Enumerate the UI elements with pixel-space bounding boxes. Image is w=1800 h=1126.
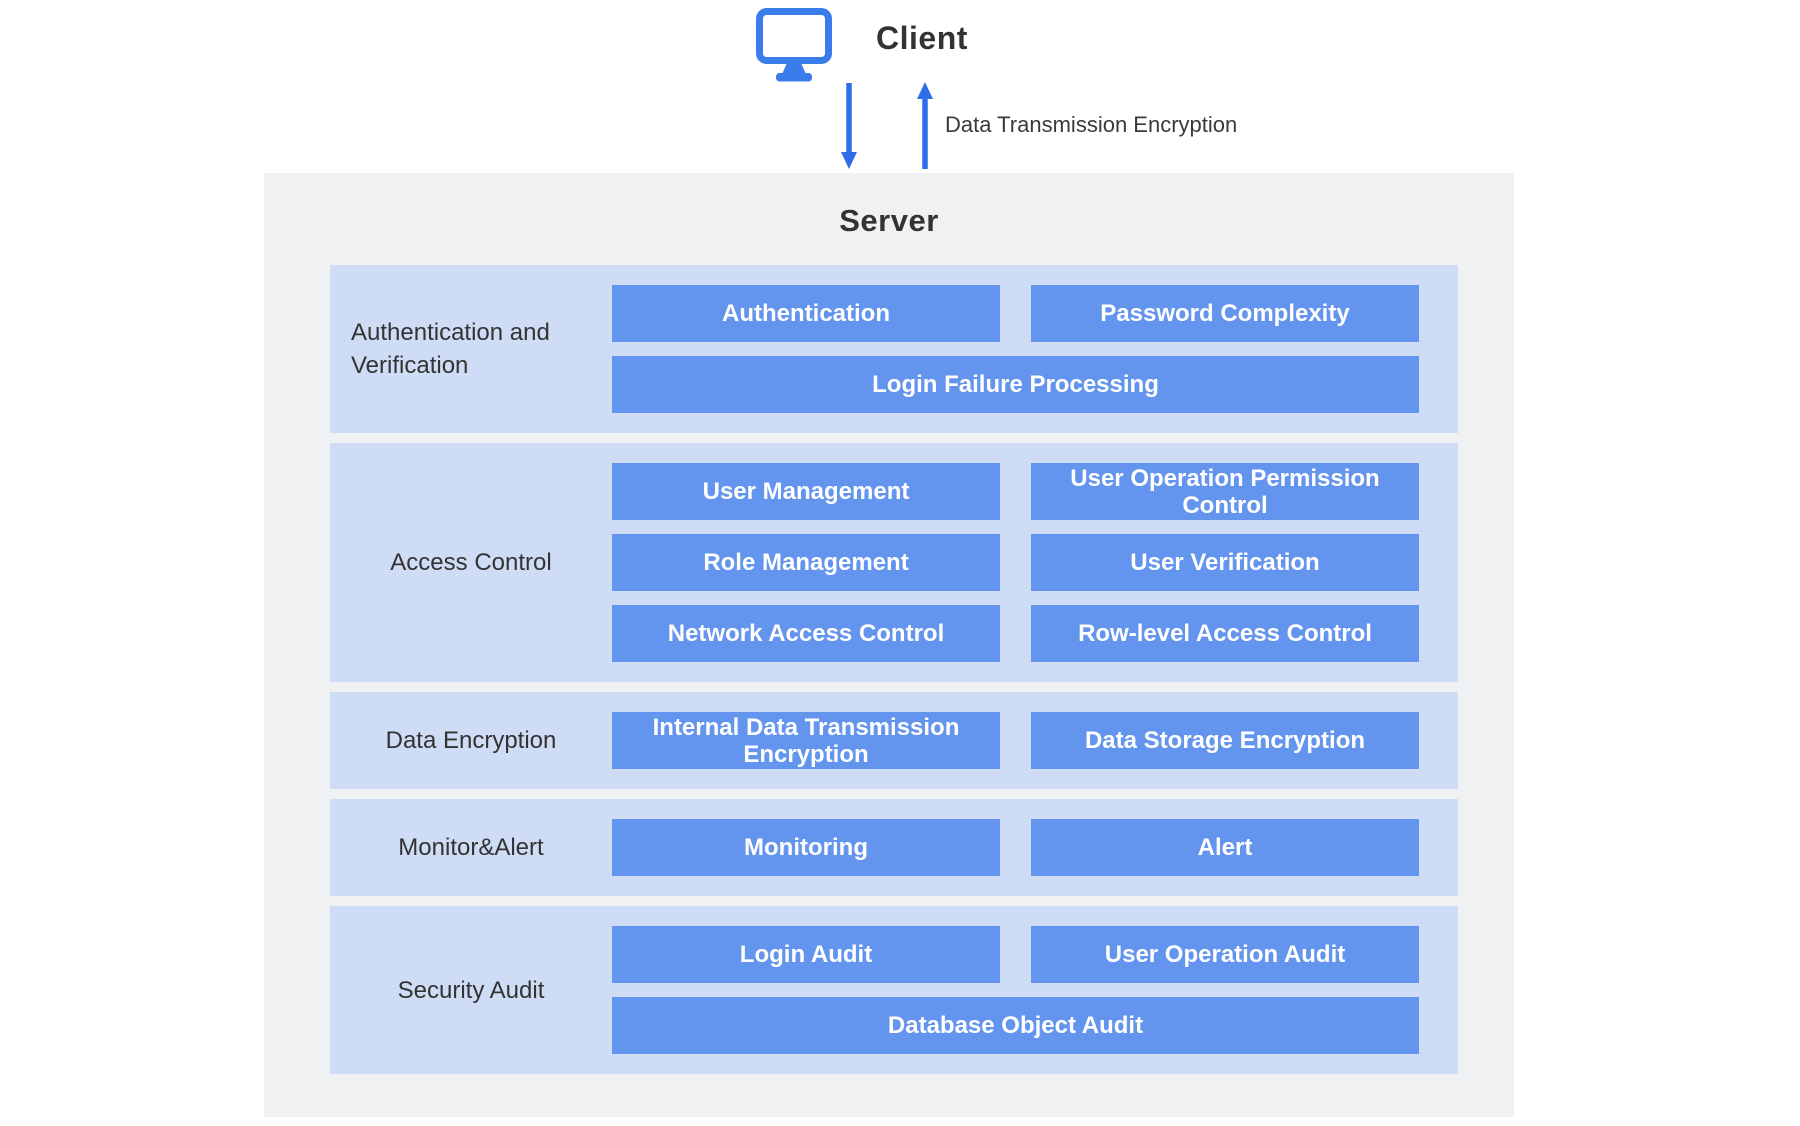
section-label: Authentication and Verification (351, 319, 550, 379)
feature-box: User Operation Audit (1031, 926, 1419, 983)
feature-box: Login Audit (612, 926, 1000, 983)
section-label-cell: Monitor&Alert (330, 831, 612, 864)
feature-box-line: Network Access Control Row-level Access C… (612, 605, 1419, 662)
section-row: Data Encryption Internal Data Transmissio… (330, 692, 1458, 789)
arrow-up-icon (917, 82, 933, 169)
feature-box-line: Login Audit User Operation Audit (612, 926, 1419, 983)
feature-box-line: Role Management User Verification (612, 534, 1419, 591)
feature-box: Internal Data Transmission Encryption (612, 712, 1000, 769)
feature-box-line: User Management User Operation Permission… (612, 463, 1419, 520)
feature-box-line: Internal Data Transmission Encryption Dat… (612, 712, 1419, 769)
section-label: Monitor&Alert (398, 834, 544, 861)
client-server-arrows (841, 82, 933, 169)
section-label-cell: Access Control (330, 546, 612, 579)
feature-box-line: Login Failure Processing (612, 356, 1419, 413)
connection-label: Data Transmission Encryption (945, 112, 1238, 137)
feature-box: Database Object Audit (612, 997, 1419, 1054)
section-label-cell: Authentication and Verification (330, 316, 612, 382)
feature-box-line: Authentication Password Complexity (612, 285, 1419, 342)
feature-box-grid: Internal Data Transmission Encryption Dat… (612, 712, 1419, 769)
feature-box: Monitoring (612, 819, 1000, 876)
section-row: Authentication and Verification Authentic… (330, 265, 1458, 433)
server-title: Server (839, 203, 939, 238)
feature-box-line: Monitoring Alert (612, 819, 1419, 876)
feature-box-grid: User Management User Operation Permission… (612, 463, 1419, 662)
feature-box: Password Complexity (1031, 285, 1419, 342)
section-label-cell: Security Audit (330, 974, 612, 1007)
section-label-cell: Data Encryption (330, 724, 612, 757)
section-row: Security Audit Login Audit User Operation … (330, 906, 1458, 1074)
feature-box: Role Management (612, 534, 1000, 591)
feature-box: Login Failure Processing (612, 356, 1419, 413)
section-row: Access Control User Management User Operat… (330, 443, 1458, 682)
section-label: Access Control (390, 549, 552, 576)
feature-box-grid: Monitoring Alert (612, 819, 1419, 876)
section-label: Security Audit (397, 976, 545, 1004)
client-label: Client (876, 20, 968, 56)
arrow-down-icon (841, 83, 857, 169)
feature-box: User Verification (1031, 534, 1419, 591)
feature-box: Network Access Control (612, 605, 1000, 662)
feature-box: Alert (1031, 819, 1419, 876)
feature-box: Row-level Access Control (1031, 605, 1419, 662)
feature-box: Authentication (612, 285, 1000, 342)
section-label: Data Encryption (385, 727, 557, 754)
feature-box-line: Database Object Audit (612, 997, 1419, 1054)
server-rows: Authentication and Verification Authentic… (330, 265, 1458, 1074)
monitor-icon (756, 8, 832, 82)
feature-box: User Operation Permission Control (1031, 463, 1419, 520)
section-row: Monitor&Alert Monitoring Alert (330, 799, 1458, 896)
feature-box: User Management (612, 463, 1000, 520)
feature-box: Data Storage Encryption (1031, 712, 1419, 769)
